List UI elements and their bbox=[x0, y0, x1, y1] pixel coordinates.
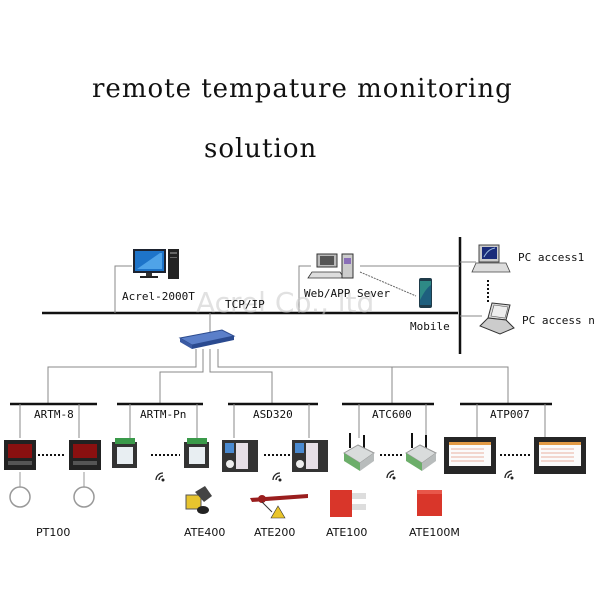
switch-downlinks bbox=[47, 349, 509, 405]
ate400-sensor-icon bbox=[185, 486, 212, 514]
sensor-label-ate400: ATE400 bbox=[184, 526, 226, 539]
wireless-signal-icon bbox=[386, 470, 396, 480]
sensor-label-ate100m: ATE100M bbox=[409, 526, 460, 539]
group-label-atc600: ATC600 bbox=[372, 408, 412, 421]
page-title-line1: remote tempature monitoring bbox=[92, 74, 513, 104]
artm8-meter-icon bbox=[4, 440, 36, 470]
mobile-link bbox=[359, 271, 417, 297]
atc600-gateway-icon bbox=[405, 433, 437, 471]
atp007-panel-icon bbox=[444, 437, 496, 474]
pt100-probe-icon bbox=[73, 486, 95, 508]
server-link bbox=[298, 265, 311, 313]
artmpn-meter-icon bbox=[112, 438, 137, 468]
pt100-probe-icon bbox=[9, 486, 31, 508]
sensor-label-pt100: PT100 bbox=[36, 526, 71, 539]
server-computer-icon bbox=[307, 253, 354, 279]
label-pcn: PC access n bbox=[522, 314, 595, 327]
watermark: Acrel Co., ltd bbox=[196, 286, 375, 319]
smartphone-icon bbox=[419, 278, 432, 308]
ate200-sensor-icon bbox=[250, 494, 308, 519]
group-label-artmpn: ARTM-Pn bbox=[140, 408, 187, 421]
label-mobile: Mobile bbox=[410, 320, 450, 333]
page-title-line2: solution bbox=[204, 134, 318, 164]
wireless-signal-icon bbox=[504, 470, 514, 480]
artm8-meter-icon bbox=[69, 440, 101, 470]
network-switch-icon bbox=[178, 329, 236, 349]
label-protocol: TCP/IP bbox=[225, 298, 265, 311]
wireless-signal-icon bbox=[155, 472, 165, 482]
wireless-signal-icon bbox=[272, 472, 282, 482]
sensor-label-ate100: ATE100 bbox=[326, 526, 368, 539]
group-label-artm8: ARTM-8 bbox=[34, 408, 74, 421]
asd320-device-icon bbox=[222, 440, 258, 472]
laptop-icon bbox=[479, 302, 515, 335]
asd320-device-icon bbox=[292, 440, 328, 472]
desktop-computer-icon bbox=[133, 249, 179, 279]
sensor-label-ate200: ATE200 bbox=[254, 526, 296, 539]
label-server: Web/APP Sever bbox=[304, 287, 391, 300]
label-scada: Acrel-2000T bbox=[122, 290, 195, 303]
group-label-asd320: ASD320 bbox=[253, 408, 293, 421]
atc600-gateway-icon bbox=[343, 433, 375, 471]
ate100-sensor-icon bbox=[330, 490, 366, 517]
scada-link bbox=[114, 265, 132, 313]
label-pc1: PC access1 bbox=[518, 251, 585, 264]
group-label-atp007: ATP007 bbox=[490, 408, 530, 421]
artmpn-meter-icon bbox=[184, 438, 209, 468]
atp007-panel-icon bbox=[534, 437, 586, 474]
ate100m-sensor-icon bbox=[417, 490, 442, 516]
desktop-pc-icon bbox=[471, 244, 511, 273]
